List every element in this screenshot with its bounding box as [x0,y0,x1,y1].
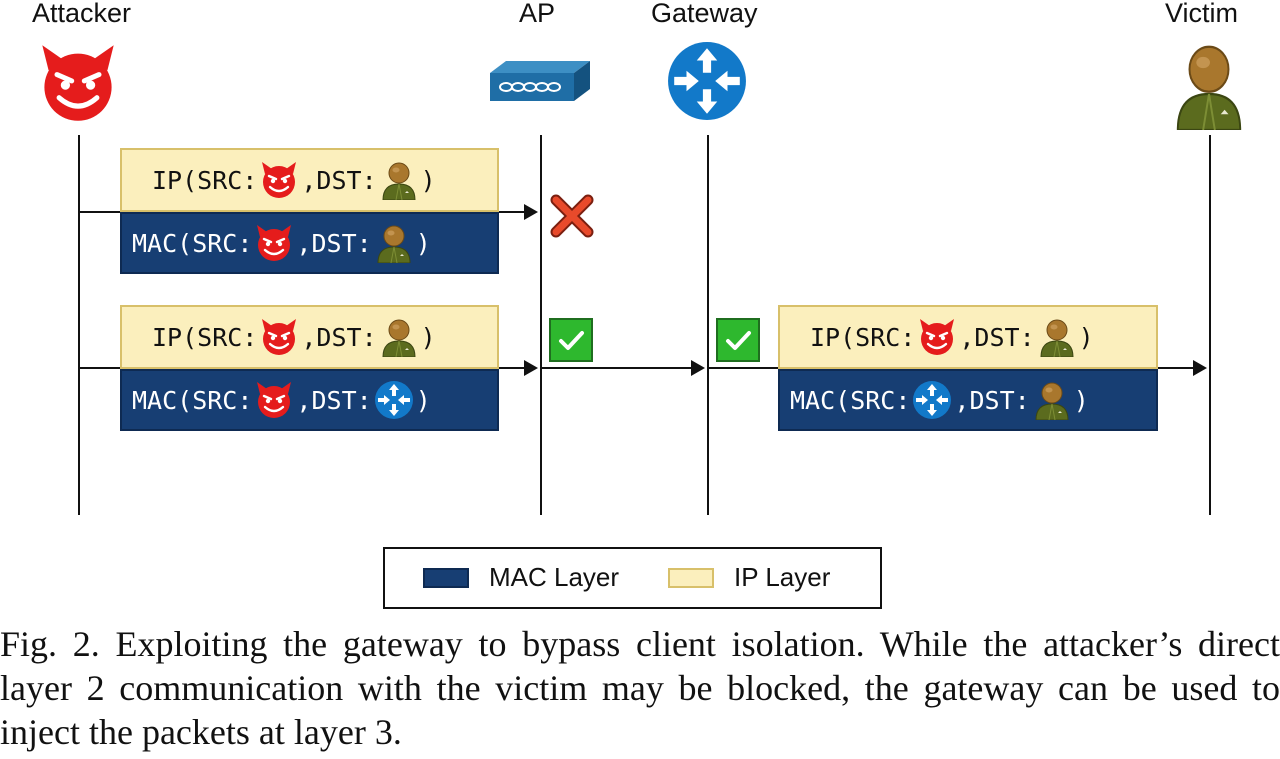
ip-layer-header: IP(SRC: ,DST: ) [120,305,499,369]
router-icon [912,380,952,420]
arrow-ap-to-gateway [541,360,705,376]
check-icon [716,318,760,362]
mac-layer-header: MAC(SRC: ,DST: ) [120,212,499,274]
legend-label-ip: IP Layer [734,562,831,592]
cross-icon [550,194,594,238]
attacker-lifeline [78,135,80,515]
mac-prefix: MAC(SRC: [132,228,253,258]
mac-suffix: ) [415,385,431,415]
mac-layer-header: MAC(SRC: ,DST: ) [778,369,1158,431]
ip-suffix: ) [420,165,436,195]
ip-dst-label: ,DST: [301,165,377,195]
checkmark-icon [559,331,584,350]
router-icon [666,40,748,122]
devil-icon [259,160,299,200]
gateway-lifeline [707,135,709,515]
ip-prefix: IP(SRC: [152,165,258,195]
check-icon [549,318,593,362]
ip-layer-header: IP(SRC: ,DST: ) [778,305,1158,369]
user-icon [379,317,419,357]
ip-dst-label: ,DST: [959,322,1035,352]
figure-caption: Fig. 2. Exploiting the gateway to bypass… [0,624,1280,752]
legend: MAC Layer IP Layer [383,547,882,609]
victim-lifeline [1209,135,1211,515]
user-icon [374,223,414,263]
mac-prefix: MAC(SRC: [790,385,911,415]
entity-label-gateway: Gateway [651,0,758,28]
entity-label-victim: Victim [1165,0,1239,28]
user-icon [379,160,419,200]
entity-label-ap: AP [519,0,556,28]
ip-prefix: IP(SRC: [810,322,916,352]
checkmark-icon [726,331,751,350]
mac-suffix: ) [1073,385,1089,415]
legend-label-mac: MAC Layer [489,562,620,592]
devil-icon [254,380,294,420]
ap-lifeline [540,135,542,515]
entity-label-attacker: Attacker [32,0,132,28]
user-icon [1032,380,1072,420]
devil-icon [36,40,120,126]
mac-dst-label: ,DST: [296,385,372,415]
access-point-icon [490,61,590,101]
ip-layer-header: IP(SRC: ,DST: ) [120,148,499,212]
devil-icon [259,317,299,357]
ip-dst-label: ,DST: [301,322,377,352]
mac-layer-header: MAC(SRC: ,DST: ) [120,369,499,431]
legend-swatch-mac [423,568,469,588]
legend-swatch-ip [668,568,714,588]
user-icon [1170,40,1248,130]
mac-suffix: ) [415,228,431,258]
mac-dst-label: ,DST: [296,228,372,258]
router-icon [374,380,414,420]
devil-icon [917,317,957,357]
ip-suffix: ) [420,322,436,352]
ip-prefix: IP(SRC: [152,322,258,352]
user-icon [1037,317,1077,357]
mac-dst-label: ,DST: [954,385,1030,415]
mac-prefix: MAC(SRC: [132,385,253,415]
devil-icon [254,223,294,263]
ip-suffix: ) [1078,322,1094,352]
